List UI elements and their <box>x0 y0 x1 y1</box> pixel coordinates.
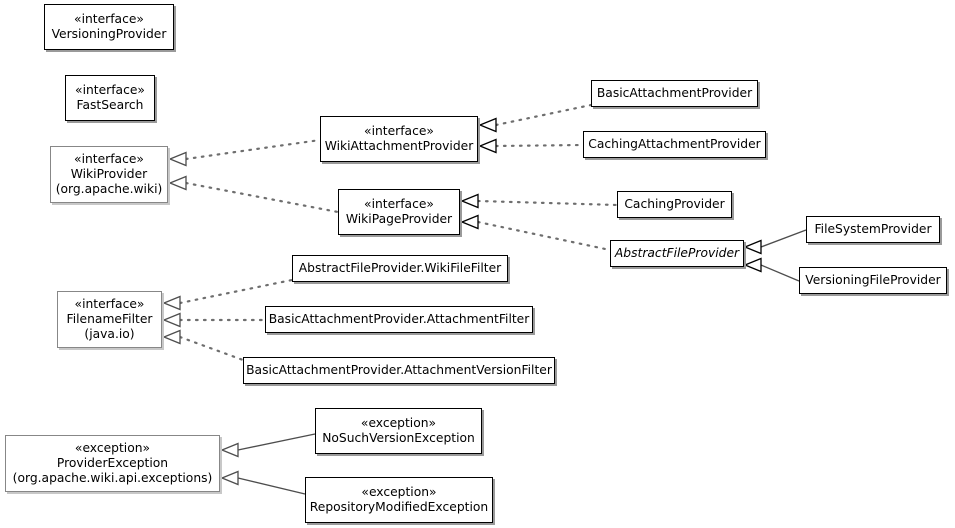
edge-attachment-version-filter-realizes-filename-filter <box>162 329 245 362</box>
class-node-basic-attachment-provider[interactable]: BasicAttachmentProvider <box>591 80 758 107</box>
class-name: NoSuchVersionException <box>322 431 475 445</box>
class-node-basic-attachment-provider-attachment-filter[interactable]: BasicAttachmentProvider.AttachmentFilter <box>265 306 533 333</box>
class-stereotype: «interface» <box>74 12 144 26</box>
class-stereotype: «interface» <box>364 124 434 138</box>
class-name: FastSearch <box>76 98 144 112</box>
class-name: CachingProvider <box>624 197 725 211</box>
edge-attachment-filter-realizes-filename-filter <box>162 312 267 328</box>
class-name: FileSystemProvider <box>814 222 932 236</box>
class-node-abstract-file-provider[interactable]: AbstractFileProvider <box>610 240 744 267</box>
class-node-caching-provider[interactable]: CachingProvider <box>617 191 732 218</box>
class-node-provider-exception[interactable]: «exception» ProviderException (org.apach… <box>5 435 220 492</box>
class-package: (org.apache.wiki) <box>55 182 163 196</box>
class-node-wiki-page-provider[interactable]: «interface» WikiPageProvider <box>338 189 460 235</box>
class-name: VersioningFileProvider <box>805 273 941 287</box>
edge-versioning-file-provider-extends-abstract-file-provider <box>743 257 800 282</box>
class-node-fast-search[interactable]: «interface» FastSearch <box>65 75 155 121</box>
class-name: WikiPageProvider <box>345 212 453 226</box>
class-stereotype: «exception» <box>74 441 151 455</box>
class-name: FilenameFilter <box>66 312 153 326</box>
class-stereotype: «exception» <box>360 416 437 430</box>
class-name: BasicAttachmentProvider.AttachmentFilter <box>268 312 530 326</box>
class-name: BasicAttachmentProvider.AttachmentVersio… <box>246 363 552 377</box>
class-stereotype: «interface» <box>75 83 145 97</box>
class-name: AbstractFileProvider.WikiFileFilter <box>298 261 502 275</box>
edge-abstract-file-provider-realizes-wiki-page-provider <box>460 214 612 252</box>
class-stereotype: «interface» <box>364 197 434 211</box>
class-name: AbstractFileProvider <box>614 246 740 260</box>
class-package: (java.io) <box>84 327 135 341</box>
edge-wiki-page-provider-realizes-wiki-provider <box>168 175 340 214</box>
class-name: WikiAttachmentProvider <box>324 139 474 153</box>
class-stereotype: «exception» <box>361 485 437 499</box>
class-node-repository-modified-exception[interactable]: «exception» RepositoryModifiedException <box>305 477 493 523</box>
class-stereotype: «interface» <box>74 152 144 166</box>
class-package: (org.apache.wiki.api.exceptions) <box>12 471 213 485</box>
class-name: CachingAttachmentProvider <box>588 137 761 151</box>
class-stereotype: «interface» <box>74 297 145 311</box>
class-node-filename-filter[interactable]: «interface» FilenameFilter (java.io) <box>57 291 162 348</box>
class-node-no-such-version-exception[interactable]: «exception» NoSuchVersionException <box>315 408 482 454</box>
class-name: VersioningProvider <box>51 27 167 41</box>
class-name: WikiProvider <box>70 167 148 181</box>
class-node-basic-attachment-provider-attachment-version-filter[interactable]: BasicAttachmentProvider.AttachmentVersio… <box>243 357 555 384</box>
class-node-file-system-provider[interactable]: FileSystemProvider <box>806 216 940 243</box>
class-node-versioning-file-provider[interactable]: VersioningFileProvider <box>799 267 947 294</box>
class-name: ProviderException <box>56 456 169 470</box>
class-node-abstract-file-provider-wiki-file-filter[interactable]: AbstractFileProvider.WikiFileFilter <box>292 255 508 282</box>
class-node-wiki-attachment-provider[interactable]: «interface» WikiAttachmentProvider <box>320 116 478 162</box>
class-node-versioning-provider[interactable]: «interface» VersioningProvider <box>44 4 174 50</box>
class-node-caching-attachment-provider[interactable]: CachingAttachmentProvider <box>583 131 766 158</box>
edge-file-system-provider-extends-abstract-file-provider <box>743 229 807 255</box>
edge-no-such-version-exception-extends-provider-exception <box>220 433 316 458</box>
edge-basic-attachment-provider-realizes-wiki-attachment-provider <box>478 103 593 133</box>
class-node-wiki-provider[interactable]: «interface» WikiProvider (org.apache.wik… <box>50 146 168 203</box>
class-name: RepositoryModifiedException <box>309 500 489 514</box>
class-name: BasicAttachmentProvider <box>596 86 753 100</box>
edge-wiki-attachment-provider-realizes-wiki-provider <box>168 138 322 167</box>
edge-caching-provider-realizes-wiki-page-provider <box>460 193 619 209</box>
edge-caching-attachment-provider-realizes-wiki-attachment-provider <box>478 138 585 154</box>
edge-repository-modified-exception-extends-provider-exception <box>220 470 306 495</box>
